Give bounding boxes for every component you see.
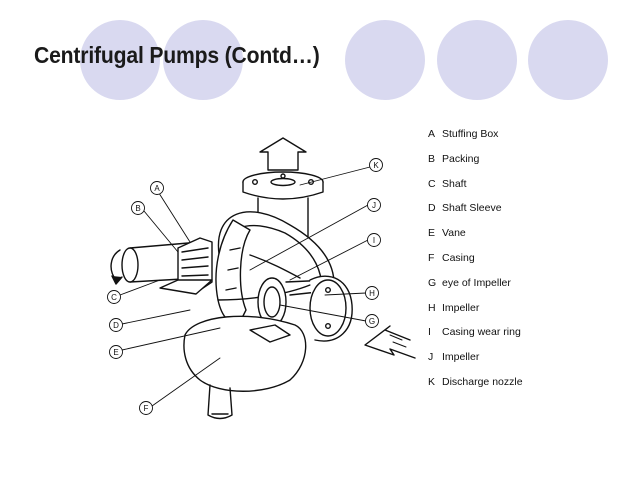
legend-item: B Packing	[428, 147, 523, 172]
legend-letter: C	[428, 177, 436, 190]
legend-letter: G	[428, 276, 437, 289]
legend-letter: H	[428, 301, 436, 314]
legend-letter: J	[428, 351, 434, 364]
decor-circle-4	[437, 20, 517, 100]
svg-text:K: K	[373, 161, 379, 170]
legend-item: C Shaft	[428, 172, 523, 197]
stuffing-box	[159, 237, 213, 295]
discharge-nozzle	[242, 171, 324, 241]
legend-item: H Impeller	[428, 296, 523, 321]
svg-text:I: I	[373, 236, 375, 245]
svg-text:F: F	[144, 404, 149, 413]
legend-item: D Shaft Sleeve	[428, 196, 523, 221]
legend-item: E Vane	[428, 221, 523, 246]
legend-label: Shaft	[442, 177, 467, 190]
svg-text:B: B	[135, 204, 140, 213]
svg-text:E: E	[113, 348, 118, 357]
legend-letter: B	[428, 152, 436, 165]
callout-leaders	[119, 166, 371, 407]
svg-text:C: C	[111, 293, 117, 302]
callout-g: G	[365, 314, 379, 328]
suction-arrow-icon	[364, 325, 416, 359]
legend-letter: K	[428, 375, 436, 388]
legend-label: Packing	[442, 152, 480, 165]
pump-cutaway-diagram: K J I H G A B C D E F	[107, 137, 416, 420]
svg-text:G: G	[369, 317, 375, 326]
legend-label: Impeller	[442, 301, 480, 314]
legend-label: Casing wear ring	[442, 326, 521, 339]
discharge-arrow-icon	[259, 137, 307, 171]
legend-label: eye of Impeller	[442, 276, 511, 289]
legend-item: F Casing	[428, 246, 523, 271]
legend-letter: A	[428, 128, 436, 140]
callout-e: E	[109, 345, 123, 359]
parts-legend: A Stuffing Box B Packing C Shaft D Shaft Sle…	[428, 122, 523, 395]
legend-label: Casing	[442, 251, 475, 264]
slide-title: Centrifugal Pumps (Contd…)	[34, 42, 320, 68]
impeller	[215, 219, 311, 324]
legend-label: Shaft Sleeve	[442, 202, 502, 215]
decor-circle-2	[163, 20, 243, 100]
callout-d: D	[109, 318, 123, 332]
svg-text:J: J	[372, 201, 376, 210]
callout-c: C	[107, 290, 121, 304]
callout-k: K	[369, 158, 383, 172]
callout-j: J	[367, 198, 381, 212]
legend-letter: D	[428, 202, 436, 215]
decor-circle-3	[345, 20, 425, 100]
legend-letter: E	[428, 227, 436, 240]
legend-label: Discharge nozzle	[442, 375, 523, 388]
legend-item: J Impeller	[428, 345, 523, 370]
callout-a: A	[150, 181, 164, 195]
lower-casing	[183, 315, 307, 420]
callout-i: I	[367, 233, 381, 247]
callout-h: H	[365, 286, 379, 300]
decor-circle-5	[528, 20, 608, 100]
svg-text:D: D	[113, 321, 119, 330]
legend-label: Vane	[442, 227, 466, 240]
svg-text:A: A	[154, 184, 160, 193]
legend-item: A Stuffing Box	[428, 122, 523, 147]
callout-f: F	[139, 401, 153, 415]
legend-label: Stuffing Box	[442, 128, 499, 140]
callout-b: B	[131, 201, 145, 215]
legend-item: I Casing wear ring	[428, 320, 523, 345]
suction-flange	[309, 275, 353, 342]
svg-text:H: H	[369, 289, 375, 298]
legend-label: Impeller	[442, 351, 480, 364]
legend-item: K Discharge nozzle	[428, 370, 523, 395]
legend-letter: I	[428, 326, 431, 339]
legend-letter: F	[428, 251, 435, 264]
decor-circle-1	[80, 20, 160, 100]
